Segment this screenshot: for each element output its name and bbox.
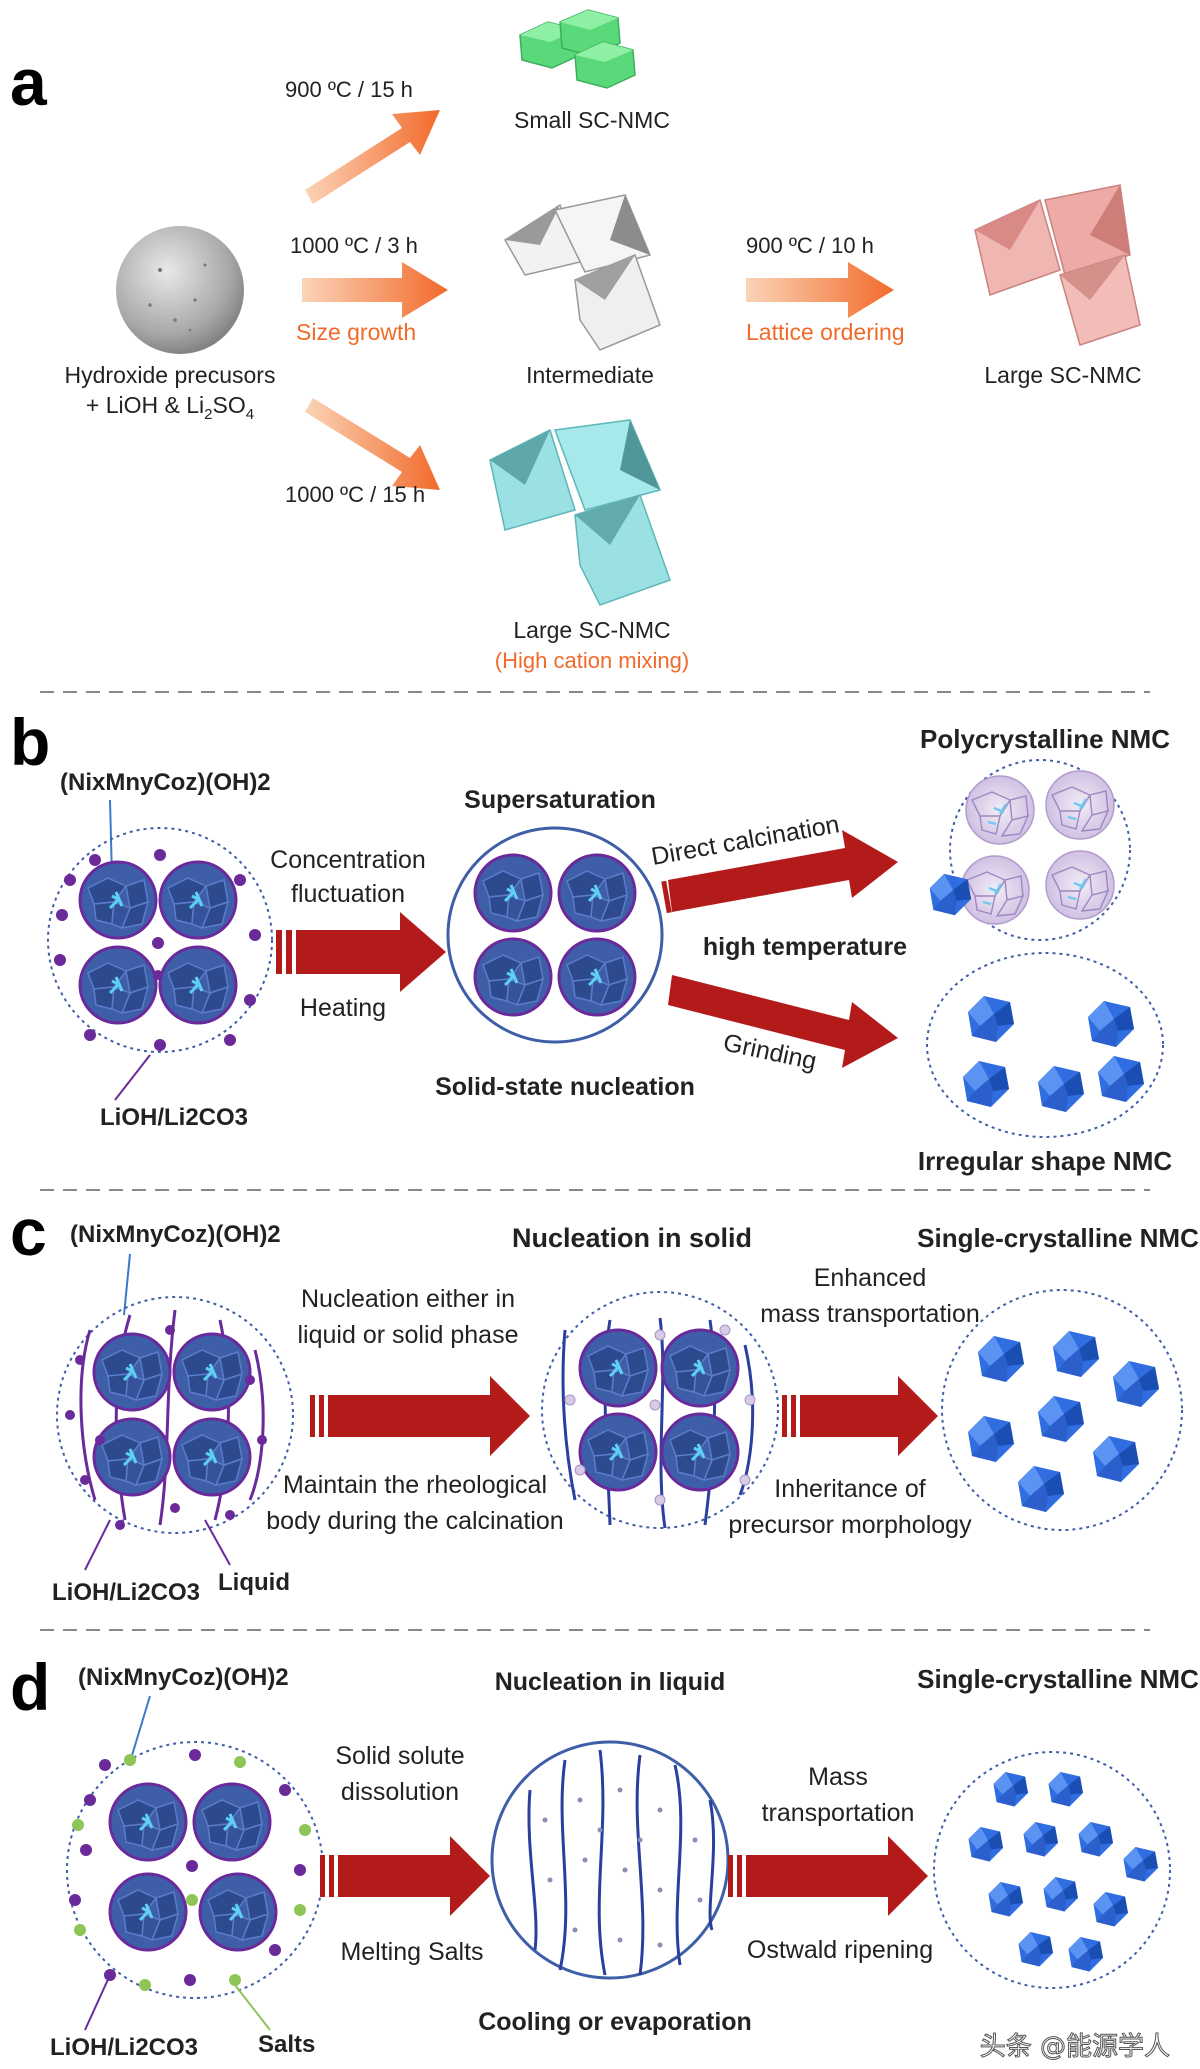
dissolution-line1: Solid solute (335, 1742, 464, 1770)
irregular-nmc-label: Irregular shape NMC (918, 1146, 1173, 1176)
route-order-label: 900 ºC / 10 h (746, 233, 874, 258)
panel-letter-d: d (10, 1650, 50, 1724)
arrow-to-small-sc (305, 110, 440, 204)
enhanced-line2: mass transportation (760, 1300, 980, 1328)
either-line2: liquid or solid phase (298, 1321, 519, 1349)
heating-label: Heating (300, 994, 386, 1022)
intermediate-label: Intermediate (526, 362, 654, 388)
mass-line1: Mass (808, 1763, 868, 1791)
inherit-line2: precursor morphology (728, 1511, 972, 1539)
size-growth-label: Size growth (296, 319, 416, 345)
arrow-transportation-c (782, 1376, 938, 1456)
solid-nucleation-label: Solid-state nucleation (435, 1073, 695, 1101)
panel-a: a Hydroxide precusors + LiOH & Li2SO4 90… (10, 9, 1142, 673)
route-small-label: 900 ºC / 15 h (285, 77, 413, 102)
arrow-lattice-ordering (746, 262, 894, 318)
panel-d: d (NixMnyCoz)(OH)2 LiOH/Li2CO3 Salts (10, 1650, 1199, 2063)
large-sc-nmc-mixing-crystals (489, 419, 671, 606)
precursor-formula-d: (NixMnyCoz)(OH)2 (78, 1664, 289, 1691)
salts-label-d: Salts (258, 2031, 315, 2058)
cooling-label: Cooling or evaporation (478, 2008, 752, 2036)
enhanced-line1: Enhanced (814, 1264, 927, 1292)
route-mid-label: 1000 ºC / 3 h (290, 233, 418, 258)
single-crystal-circle-d (933, 1751, 1171, 1989)
large-sc-nmc-crystals (974, 184, 1141, 346)
inherit-line1: Inheritance of (774, 1475, 926, 1503)
precursor-formula-b: (NixMnyCoz)(OH)2 (60, 769, 271, 796)
arrow-direct-calcination (661, 830, 898, 914)
precursor-pointer-d (129, 1695, 151, 1763)
single-crystal-circle-c (941, 1289, 1183, 1531)
li-pointer-c (84, 1519, 111, 1571)
maintain-line1: Maintain the rheological (283, 1471, 547, 1499)
precursor-formula-c: (NixMnyCoz)(OH)2 (70, 1221, 281, 1248)
arrow-size-growth (302, 262, 448, 318)
li-source-b: LiOH/Li2CO3 (100, 1104, 248, 1131)
arrow-dissolution (320, 1836, 490, 1916)
small-sc-nmc-crystals (519, 9, 636, 89)
arrow-to-large-mixing (305, 398, 440, 490)
poly-nmc-label: Polycrystalline NMC (920, 724, 1170, 754)
ostwald-label: Ostwald ripening (747, 1936, 933, 1964)
hydroxide-precursor-sphere (116, 226, 244, 354)
li-pointer-b (114, 1054, 151, 1101)
single-nmc-label-c: Single-crystalline NMC (917, 1223, 1199, 1253)
arrow-heating (276, 912, 446, 992)
liquid-pointer-c (204, 1519, 231, 1566)
mixture-circle-d (66, 1741, 324, 1999)
large-sc-nmc-label: Large SC-NMC (984, 362, 1141, 388)
li-pointer-d (84, 1974, 111, 2031)
panel-c: c (NixMnyCoz)(OH)2 LiOH/Li2CO3 Liquid Nu… (10, 1195, 1199, 1606)
panel-letter-a: a (10, 45, 48, 119)
panel-letter-c: c (10, 1195, 47, 1269)
nucleation-solid-circle (541, 1291, 779, 1529)
high-cation-mixing-label: (High cation mixing) (495, 648, 689, 673)
nucleation-solid-title: Nucleation in solid (512, 1223, 752, 1253)
watermark: 头条 @能源学人 (980, 2032, 1170, 2062)
polycrystalline-circle (949, 759, 1131, 941)
maintain-line2: body during the calcination (266, 1507, 563, 1535)
intermediate-crystals (503, 194, 661, 351)
dissolution-line2: dissolution (341, 1778, 459, 1806)
mixture-circle-c (56, 1296, 294, 1534)
supersaturation-circle (446, 826, 664, 1044)
route-long-label: 1000 ºC / 15 h (285, 482, 425, 507)
salts-pointer-d (234, 1984, 271, 2031)
either-line1: Nucleation either in (301, 1285, 515, 1313)
conc-fluct-line1: Concentration (270, 846, 426, 874)
irregular-nmc-circle (926, 873, 1164, 1138)
precursor-label-line1: Hydroxide precusors (65, 362, 276, 388)
large-sc-nmc-mixing-label: Large SC-NMC (513, 617, 670, 643)
melting-salts-label: Melting Salts (340, 1938, 483, 1966)
arrow-grinding (668, 975, 898, 1068)
small-sc-nmc-label: Small SC-NMC (514, 107, 670, 133)
supersaturation-label: Supersaturation (464, 786, 656, 814)
li-source-d: LiOH/Li2CO3 (50, 2034, 198, 2061)
conc-fluct-line2: fluctuation (291, 880, 405, 908)
high-temperature-label: high temperature (703, 933, 907, 961)
panel-b: b (NixMnyCoz)(OH)2 LiOH/Li2CO3 (10, 705, 1172, 1176)
nucleation-liquid-title: Nucleation in liquid (495, 1668, 726, 1696)
li-source-c: LiOH/Li2CO3 (52, 1579, 200, 1606)
panel-letter-b: b (10, 705, 50, 779)
arrow-mass-transport-d (728, 1836, 928, 1916)
mass-line2: transportation (762, 1799, 915, 1827)
single-nmc-label-d: Single-crystalline NMC (917, 1664, 1199, 1694)
arrow-nucleation-c (310, 1376, 530, 1456)
mixture-circle-b (47, 827, 273, 1053)
liquid-label-c: Liquid (218, 1569, 290, 1596)
precursor-pointer-c (123, 1253, 131, 1316)
nucleation-liquid-circle (490, 1740, 730, 1980)
lattice-ordering-label: Lattice ordering (746, 319, 905, 345)
precursor-label-line2: + LiOH & Li2SO4 (86, 392, 254, 423)
